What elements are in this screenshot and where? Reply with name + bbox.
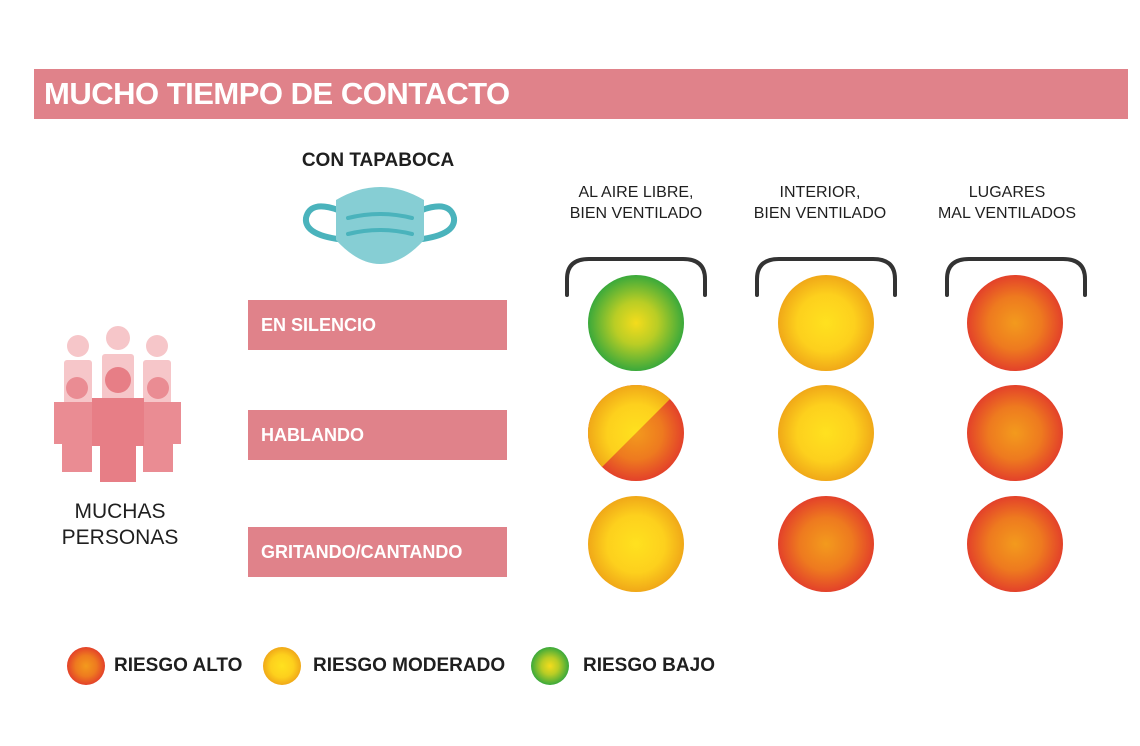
risk-circle-alto [967, 385, 1063, 481]
risk-circle-moderado-alto [588, 385, 684, 481]
mask-label: CON TAPABOCA [301, 150, 455, 171]
risk-circle-moderado [778, 385, 874, 481]
risk-circle-alto [778, 496, 874, 592]
bracket-icon [945, 257, 1087, 297]
legend-label-alto: RIESGO ALTO [114, 655, 243, 676]
legend-dot-moderado [263, 647, 301, 685]
risk-circle-moderado [588, 496, 684, 592]
risk-circle-alto [967, 275, 1063, 371]
column-header-mal-ventilados: LUGARES MAL VENTILADOS [937, 184, 1077, 222]
face-mask-icon [302, 187, 458, 264]
bracket-icon [565, 257, 707, 297]
page-title: MUCHO TIEMPO DE CONTACTO [44, 76, 510, 111]
legend-label-bajo: RIESGO BAJO [583, 655, 715, 676]
legend-dot-bajo [531, 647, 569, 685]
column-header-aire-libre: AL AIRE LIBRE, BIEN VENTILADO [569, 184, 703, 222]
risk-circle-moderado [778, 275, 874, 371]
people-group-icon [54, 326, 181, 482]
people-label: MUCHAS PERSONAS [61, 500, 179, 549]
legend-dot-alto [67, 647, 105, 685]
column-header-interior: INTERIOR, BIEN VENTILADO [753, 184, 887, 222]
risk-circle-bajo [588, 275, 684, 371]
row-label-gritando-cantando: GRITANDO/CANTANDO [248, 527, 507, 577]
risk-circle-alto [967, 496, 1063, 592]
legend-label-moderado: RIESGO MODERADO [313, 655, 506, 676]
bracket-icon [755, 257, 897, 297]
title-banner: MUCHO TIEMPO DE CONTACTO [34, 69, 1128, 119]
row-label-hablando: HABLANDO [248, 410, 507, 460]
row-label-en-silencio: EN SILENCIO [248, 300, 507, 350]
